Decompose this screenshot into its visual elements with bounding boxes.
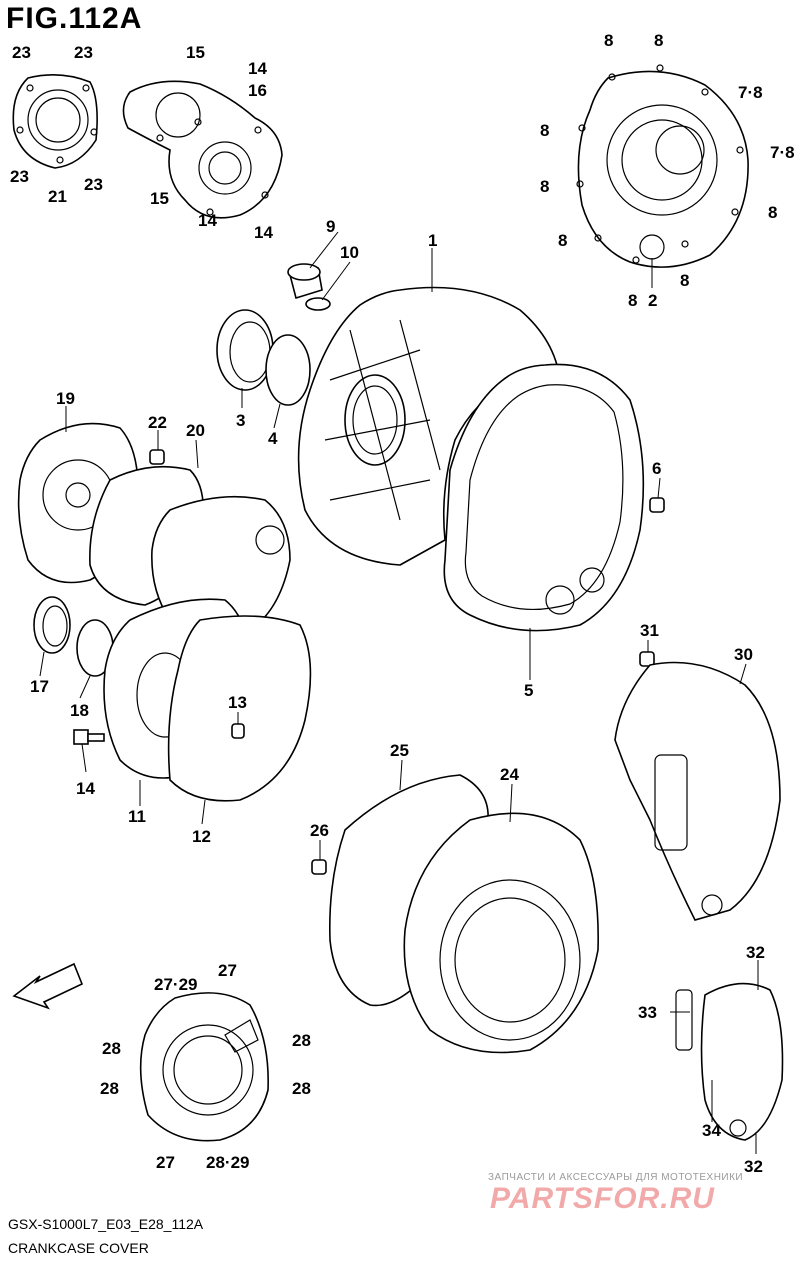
callout-8: 8	[654, 31, 663, 50]
small-cover-32[interactable]	[675, 982, 784, 1141]
callout-13: 13	[228, 693, 247, 712]
callout-24: 24	[500, 765, 519, 784]
callout-27: 27	[218, 961, 237, 980]
callout-2: 2	[648, 291, 657, 310]
generator-cover-27[interactable]	[139, 992, 269, 1142]
callout-25: 25	[390, 741, 409, 760]
oil-filler-plug-9[interactable]	[287, 263, 323, 300]
callout-28: 28	[100, 1079, 119, 1098]
callout-7-8: 7·8	[738, 83, 763, 102]
dowel-pin-6[interactable]	[649, 497, 665, 513]
gasket-5[interactable]	[443, 363, 645, 632]
dowel-pin-31[interactable]	[639, 651, 655, 667]
callout-34: 34	[702, 1121, 721, 1140]
callout-7-8: 7·8	[770, 143, 795, 162]
callout-14: 14	[76, 779, 95, 798]
callout-22: 22	[148, 413, 167, 432]
diagram-caption: CRANKCASE COVER	[8, 1240, 149, 1256]
o-ring-10[interactable]	[305, 297, 331, 311]
callout-8: 8	[540, 121, 549, 140]
starter-clutch-cover-24[interactable]	[403, 812, 599, 1054]
callout-33: 33	[638, 1003, 657, 1022]
leader-lines	[39, 231, 759, 1154]
callout-32: 32	[746, 943, 765, 962]
callout-8: 8	[540, 177, 549, 196]
callout-3: 3	[236, 411, 245, 430]
figure-title: FIG.112A	[6, 2, 143, 35]
callout-4: 4	[268, 429, 278, 448]
callout-8: 8	[604, 31, 613, 50]
callout-16: 16	[248, 81, 267, 100]
diagram-code: GSX-S1000L7_E03_E28_112A	[8, 1216, 204, 1232]
callout-28: 28	[102, 1039, 121, 1058]
callout-10: 10	[340, 243, 359, 262]
callout-14: 14	[254, 223, 273, 242]
callout-28: 28	[292, 1031, 311, 1050]
callout-28-29: 28·29	[206, 1153, 249, 1172]
fwd-arrow-icon	[12, 962, 84, 1010]
callout-1: 1	[428, 231, 437, 250]
callout-5: 5	[524, 681, 533, 700]
dowel-pin-22[interactable]	[149, 449, 165, 465]
oil-seal-3[interactable]	[216, 309, 274, 391]
callout-14: 14	[248, 59, 267, 78]
oil-seal-17[interactable]	[33, 596, 71, 654]
callout-18: 18	[70, 701, 89, 720]
cover-30[interactable]	[614, 661, 781, 921]
clutch-cover-7[interactable]	[576, 64, 749, 268]
small-cover-21[interactable]	[12, 74, 98, 169]
callout-30: 30	[734, 645, 753, 664]
bolt-14[interactable]	[73, 729, 105, 745]
dowel-pin-13[interactable]	[231, 723, 245, 739]
callout-11: 11	[128, 807, 146, 826]
callout-17: 17	[30, 677, 49, 696]
callout-9: 9	[326, 217, 335, 236]
callouts: 23 23 23 21 23 15 14 16 15 14 14 8 8 7·8…	[10, 31, 795, 1176]
callout-23: 23	[74, 43, 93, 62]
callout-8: 8	[680, 271, 689, 290]
callout-23: 23	[84, 175, 103, 194]
callout-31: 31	[640, 621, 659, 640]
callout-19: 19	[56, 389, 75, 408]
callout-15: 15	[150, 189, 169, 208]
dowel-pin-26[interactable]	[311, 859, 327, 875]
o-ring-4[interactable]	[265, 334, 311, 406]
watermark-tagline: ЗАПЧАСТИ И АКСЕССУАРЫ ДЛЯ МОТОТЕХНИКИ	[488, 1172, 744, 1183]
watermark-logo: PARTSFOR.RU	[490, 1182, 715, 1215]
callout-14: 14	[198, 211, 217, 230]
callout-21: 21	[48, 187, 67, 206]
crankcase-cover-1[interactable]	[297, 286, 561, 566]
callout-20: 20	[186, 421, 205, 440]
callout-8: 8	[628, 291, 637, 310]
callout-15: 15	[186, 43, 205, 62]
callout-23: 23	[10, 167, 29, 186]
callout-23: 23	[12, 43, 31, 62]
callout-8: 8	[558, 231, 567, 250]
callout-28: 28	[292, 1079, 311, 1098]
callout-6: 6	[652, 459, 661, 478]
pump-cover-16[interactable]	[122, 80, 283, 219]
callout-32: 32	[744, 1157, 763, 1176]
callout-26: 26	[310, 821, 329, 840]
callout-27-29: 27·29	[154, 975, 197, 994]
callout-12: 12	[192, 827, 211, 846]
gasket-12[interactable]	[167, 615, 312, 802]
callout-27: 27	[156, 1153, 175, 1172]
callout-8: 8	[768, 203, 777, 222]
